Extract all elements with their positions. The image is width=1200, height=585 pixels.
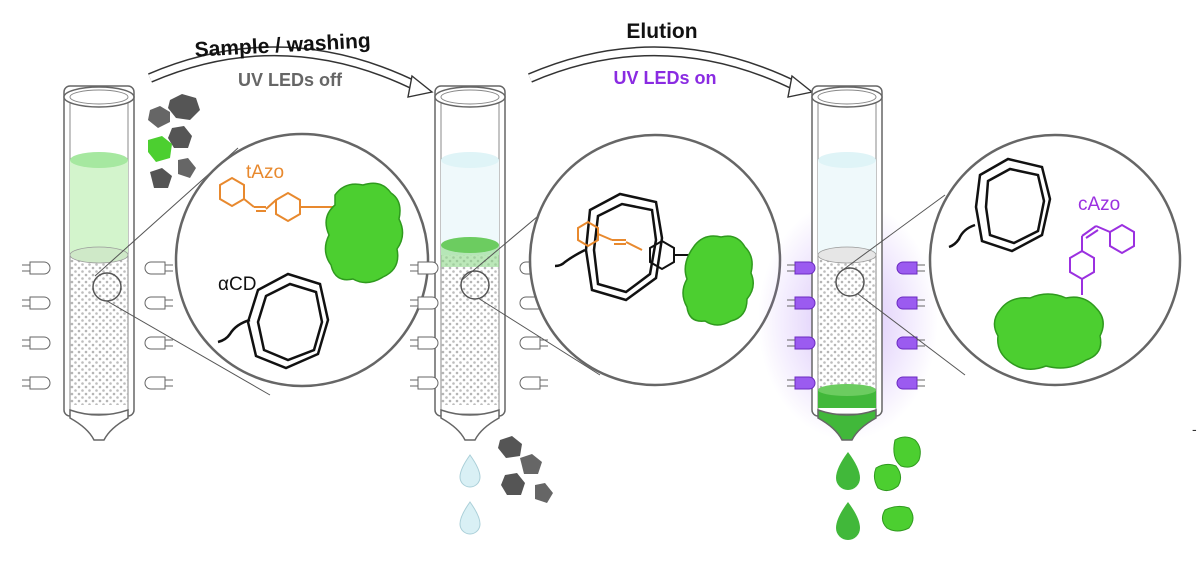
zoom-circle-bound-state: tAzo αCD [174,132,430,388]
protein-green-1 [324,182,404,284]
arrow-sample-washing [148,46,434,98]
trans-azobenzene-threaded [577,220,643,251]
cyclodextrin-ring-3 [948,157,1052,253]
cyclodextrin-ring-1 [217,272,330,370]
zoom-spot-3 [835,267,865,297]
column-1 [63,85,135,441]
elution-drops [836,452,860,540]
zoom-circle-inclusion-complex [528,133,782,387]
column-3 [811,85,883,441]
zoom-circle-released-state: cAzo [928,133,1182,387]
sample-mixture-icons [148,94,200,188]
protein-green-2 [682,235,754,326]
led-array-column-3-left [787,261,816,390]
led-array-column-1-right [144,261,173,390]
led-array-column-1-left [22,261,51,390]
wash-drops [459,454,481,535]
cyclodextrin-ring-2 [554,192,664,302]
right-edge-mark: - [1192,421,1197,437]
trans-azobenzene-structure [219,176,335,223]
label-cazo: cAzo [1078,194,1120,215]
label-alpha-cd: αCD [218,274,256,295]
eluted-proteins [873,436,921,532]
led-array-column-3-right [896,261,925,390]
column-2 [434,85,506,441]
zoom-spot-2 [460,270,490,300]
arrow-elution [528,46,814,98]
led-array-column-2-left [410,261,439,390]
label-tazo: tAzo [246,162,284,183]
step-subtitle-uv-off: UV LEDs off [238,70,343,90]
washed-impurities [498,436,553,503]
cis-azobenzene-structure [1069,223,1135,295]
step-title-elution: Elution [626,20,697,43]
step-subtitle-uv-on: UV LEDs on [613,68,716,88]
protein-green-3 [993,293,1104,370]
